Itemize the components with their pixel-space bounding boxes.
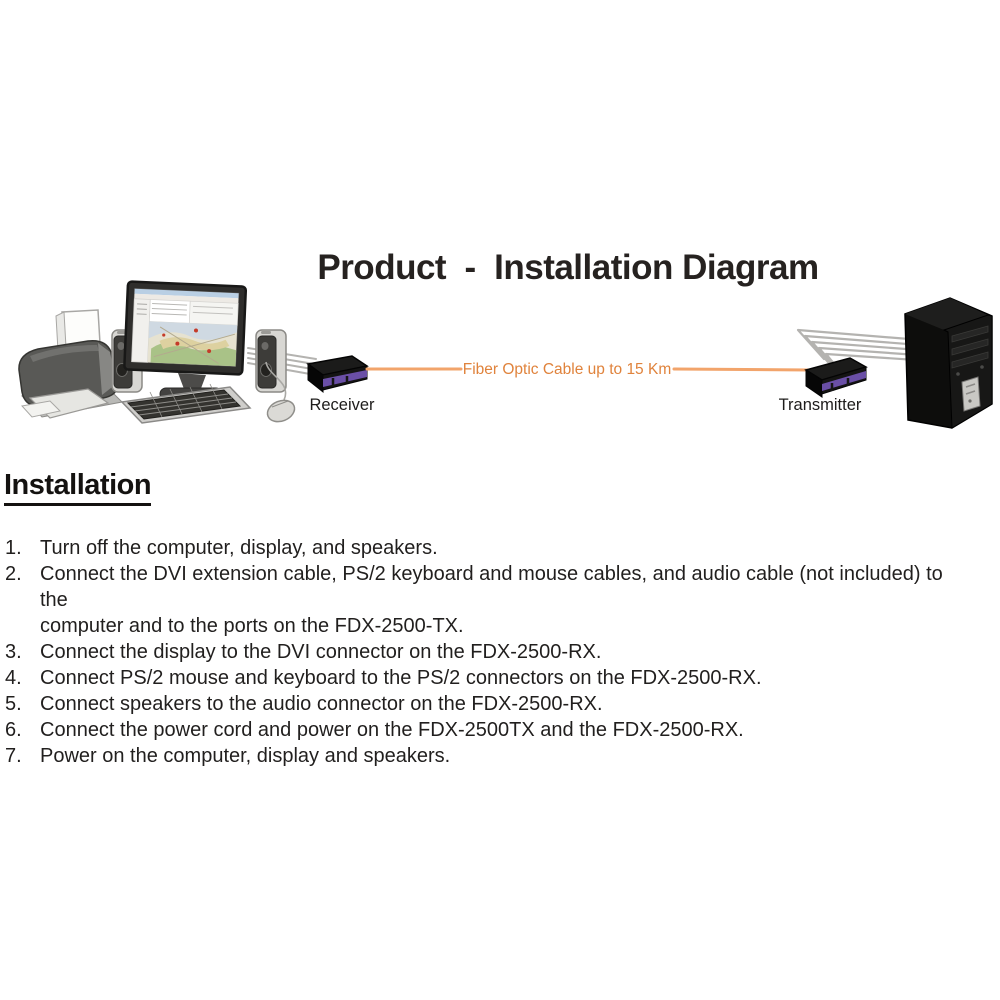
step-text: Connect the DVI extension cable, PS/2 ke…: [40, 563, 943, 637]
receiver-device: [306, 355, 369, 394]
installation-step: 4. Connect PS/2 mouse and keyboard to the…: [5, 665, 967, 691]
installation-step: 2. Connect the DVI extension cable, PS/2 …: [5, 561, 967, 639]
installation-step: 5. Connect speakers to the audio connecto…: [5, 691, 967, 717]
computer-tower-illustration: [904, 297, 993, 429]
receiver-label: Receiver: [309, 396, 375, 414]
right-speaker-illustration: [255, 329, 287, 393]
step-number: 7.: [5, 745, 22, 767]
installation-step: 7. Power on the computer, display and spe…: [5, 743, 967, 769]
monitor-illustration: [123, 280, 248, 376]
step-number: 6.: [5, 719, 22, 741]
step-text: Turn off the computer, display, and spea…: [40, 537, 438, 559]
page-title: Product - Installation Diagram: [317, 248, 819, 287]
step-number: 3.: [5, 641, 22, 663]
installation-diagram: Receiver Fiber Optic Cable up to 15 Km T…: [18, 280, 993, 429]
step-text: Connect the power cord and power on the …: [40, 719, 744, 741]
step-text: Connect speakers to the audio connector …: [40, 693, 603, 715]
step-text: Connect the display to the DVI connector…: [40, 641, 602, 663]
installation-steps: 1. Turn off the computer, display, and sp…: [5, 535, 967, 769]
keyboard-illustration: [120, 383, 252, 424]
fiber-cable-right: [672, 367, 811, 372]
step-number: 2.: [5, 563, 22, 585]
installation-step: 1. Turn off the computer, display, and sp…: [5, 535, 967, 561]
step-number: 4.: [5, 667, 22, 689]
step-number: 5.: [5, 693, 22, 715]
transmitter-label: Transmitter: [779, 396, 862, 414]
step-text: Power on the computer, display and speak…: [40, 745, 451, 767]
step-text: Connect PS/2 mouse and keyboard to the P…: [40, 667, 762, 689]
installation-heading: Installation: [4, 469, 152, 506]
fiber-cable-label: Fiber Optic Cable up to 15 Km: [463, 361, 672, 378]
printer-illustration: [18, 309, 124, 419]
transmitter-device: [804, 357, 868, 398]
step-number: 1.: [5, 537, 22, 559]
monitor-stand: [178, 373, 206, 391]
installation-step: 3. Connect the display to the DVI connect…: [5, 639, 967, 665]
installation-step: 6. Connect the power cord and power on th…: [5, 717, 967, 743]
mouse-illustration: [265, 361, 296, 423]
